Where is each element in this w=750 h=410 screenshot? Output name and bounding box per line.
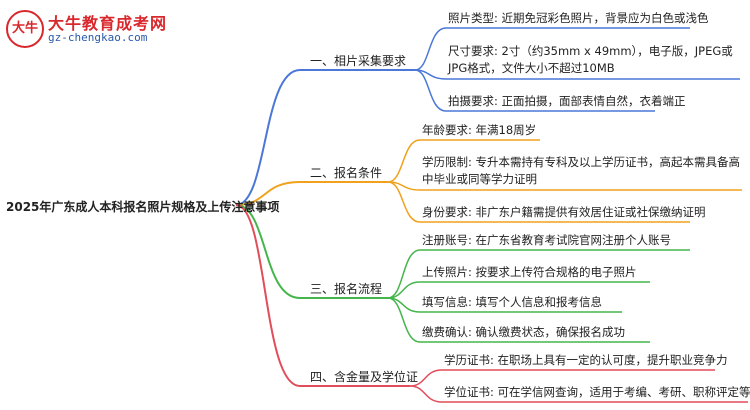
leaf-identity-requirement: 身份要求: 非广东户籍需提供有效居住证或社保缴纳证明 xyxy=(422,205,706,219)
connector-root-branch-4 xyxy=(235,204,410,387)
branch-eligibility: 二、报名条件 xyxy=(310,166,383,180)
leaf-photo-shooting: 拍摄要求: 正面拍摄，面部表情自然，衣着端正 xyxy=(448,94,686,108)
connector-b2-leaf-1 xyxy=(387,139,540,183)
leaf-payment-confirm: 缴费确认: 确认缴费状态，确保报名成功 xyxy=(422,325,626,339)
logo-mark-icon: 大牛 xyxy=(6,10,44,48)
leaf-diploma: 学历证书: 在职场上具有一定的认可度，提升职业竞争力 xyxy=(444,353,728,367)
root-topic: 2025年广东成人本科报名照片规格及上传注意事项 xyxy=(6,200,280,214)
leaf-register-account: 注册账号: 在广东省教育考试院官网注册个人账号 xyxy=(422,233,672,247)
connector-b1-leaf-1 xyxy=(414,27,690,71)
connector-b4-leaf-1 xyxy=(409,369,715,387)
connector-root-branch-2 xyxy=(235,181,388,206)
connector-b2-leaf-2 xyxy=(387,181,742,191)
leaf-degree-certificate: 学位证书: 可在学信网查询，适用于考编、考研、职称评定等场景 xyxy=(444,385,750,399)
connector-b1-leaf-2 xyxy=(414,69,740,80)
leaf-education-limit: 学历限制: 专升本需持有专科及以上学历证书，高起本需具备高中毕业或同等学力证明 xyxy=(422,155,741,186)
logo-url: gz-chengkao.com xyxy=(48,31,148,44)
connector-b2-leaf-3 xyxy=(387,181,690,223)
connector-b4-leaf-2 xyxy=(409,385,748,403)
leaf-fill-info: 填写信息: 填写个人信息和报考信息 xyxy=(422,295,603,309)
connector-b1-leaf-3 xyxy=(414,69,655,112)
site-logo[interactable]: 大牛 大牛教育成考网 gz-chengkao.com xyxy=(6,10,196,52)
leaf-upload-photo: 上传照片: 按要求上传符合规格的电子照片 xyxy=(422,265,637,279)
leaf-photo-size: 尺寸要求: 2寸（约35mm x 49mm），电子版，JPEG或JPG格式，文件… xyxy=(448,44,733,75)
logo-name: 大牛教育成考网 xyxy=(48,14,168,33)
branch-process: 三、报名流程 xyxy=(310,282,383,296)
connector-b3-leaf-2 xyxy=(387,281,650,299)
connector-b3-leaf-4 xyxy=(387,297,650,343)
connector-root-branch-1 xyxy=(235,69,415,206)
leaf-age-requirement: 年龄要求: 年满18周岁 xyxy=(422,123,537,137)
branch-photo-requirements: 一、相片采集要求 xyxy=(310,54,407,68)
branch-value-degree: 四、含金量及学位证 xyxy=(310,370,419,384)
connector-root-branch-3 xyxy=(235,204,388,299)
leaf-photo-type: 照片类型: 近期免冠彩色照片，背景应为白色或浅色 xyxy=(448,11,709,25)
connector-b3-leaf-1 xyxy=(387,249,690,299)
